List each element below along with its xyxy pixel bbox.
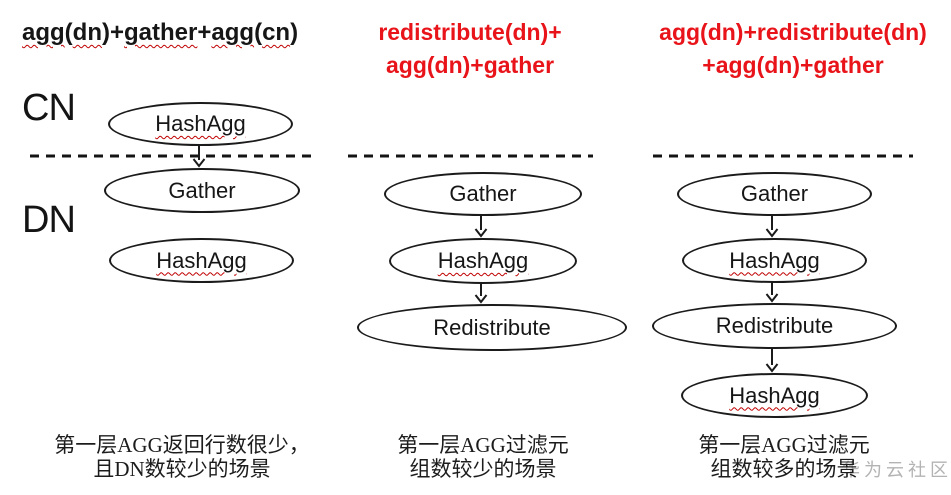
title-segment: dn [72, 19, 102, 46]
node-hashagg-cn-col1: HashAgg [108, 102, 293, 146]
node-label: HashAgg [156, 247, 247, 273]
column3-title: agg(dn)+redistribute(dn) +agg(dn)+gather [648, 16, 938, 82]
node-hashagg2-col3: HashAgg [681, 373, 868, 418]
column3-title-line1: agg(dn)+redistribute(dn) [659, 19, 927, 45]
title-segment: gather [124, 19, 198, 46]
column2-title: redistribute(dn)+ agg(dn)+gather [342, 16, 598, 82]
node-hashagg-col2: HashAgg [389, 238, 577, 284]
caption-line: 组数较多的场景 [710, 457, 858, 481]
region-label-dn: DN [22, 199, 76, 241]
node-gather-col1: Gather [104, 168, 300, 213]
node-label: HashAgg [729, 247, 820, 273]
caption-line: 第一层AGG返回行数很少， [54, 433, 310, 457]
caption-line: 组数较少的场景 [409, 457, 557, 481]
column2-title-line1: redistribute(dn)+ [378, 19, 562, 45]
node-label: HashAgg [437, 248, 529, 273]
node-redistribute-col2: Redistribute [357, 304, 627, 351]
column1-caption: 第一层AGG返回行数很少， 且DN数较少的场景 [22, 433, 342, 481]
node-label: Redistribute [433, 314, 551, 340]
title-segment: )+ [102, 19, 125, 46]
watermark-text: 华为云社区 [842, 460, 951, 480]
title-segment: ( [254, 19, 263, 46]
title-segment: agg [211, 19, 255, 46]
title-segment: ) [290, 19, 299, 46]
column2-title-line2: agg(dn)+gather [385, 52, 555, 78]
column2-caption: 第一层AGG过滤元 组数较少的场景 [333, 433, 633, 481]
node-label: HashAgg [729, 382, 820, 408]
column3-caption: 第一层AGG过滤元 组数较多的场景 [634, 433, 934, 481]
node-gather-col2: Gather [384, 172, 582, 216]
node-label: Gather [740, 181, 809, 206]
region-label-cn: CN [22, 87, 76, 129]
title-segment: + [197, 19, 212, 46]
title-segment: cn [262, 19, 291, 46]
caption-line: 第一层AGG过滤元 [698, 433, 870, 457]
node-label: Redistribute [715, 313, 834, 338]
node-label: Gather [449, 181, 517, 206]
title-segment: agg [22, 19, 65, 46]
title-segment: ( [64, 19, 73, 46]
column1-title: agg(dn)+gather+agg(cn) [22, 16, 298, 49]
node-redistribute-col3: Redistribute [652, 303, 897, 349]
column3-title-line2: +agg(dn)+gather [702, 52, 884, 78]
node-hashagg1-col3: HashAgg [682, 238, 867, 283]
node-label: Gather [168, 177, 236, 203]
caption-line: 第一层AGG过滤元 [397, 433, 569, 457]
caption-line: 且DN数较少的场景 [93, 457, 271, 481]
node-hashagg-dn-col1: HashAgg [109, 238, 294, 283]
node-label: HashAgg [155, 111, 246, 136]
node-gather-col3: Gather [677, 172, 872, 216]
